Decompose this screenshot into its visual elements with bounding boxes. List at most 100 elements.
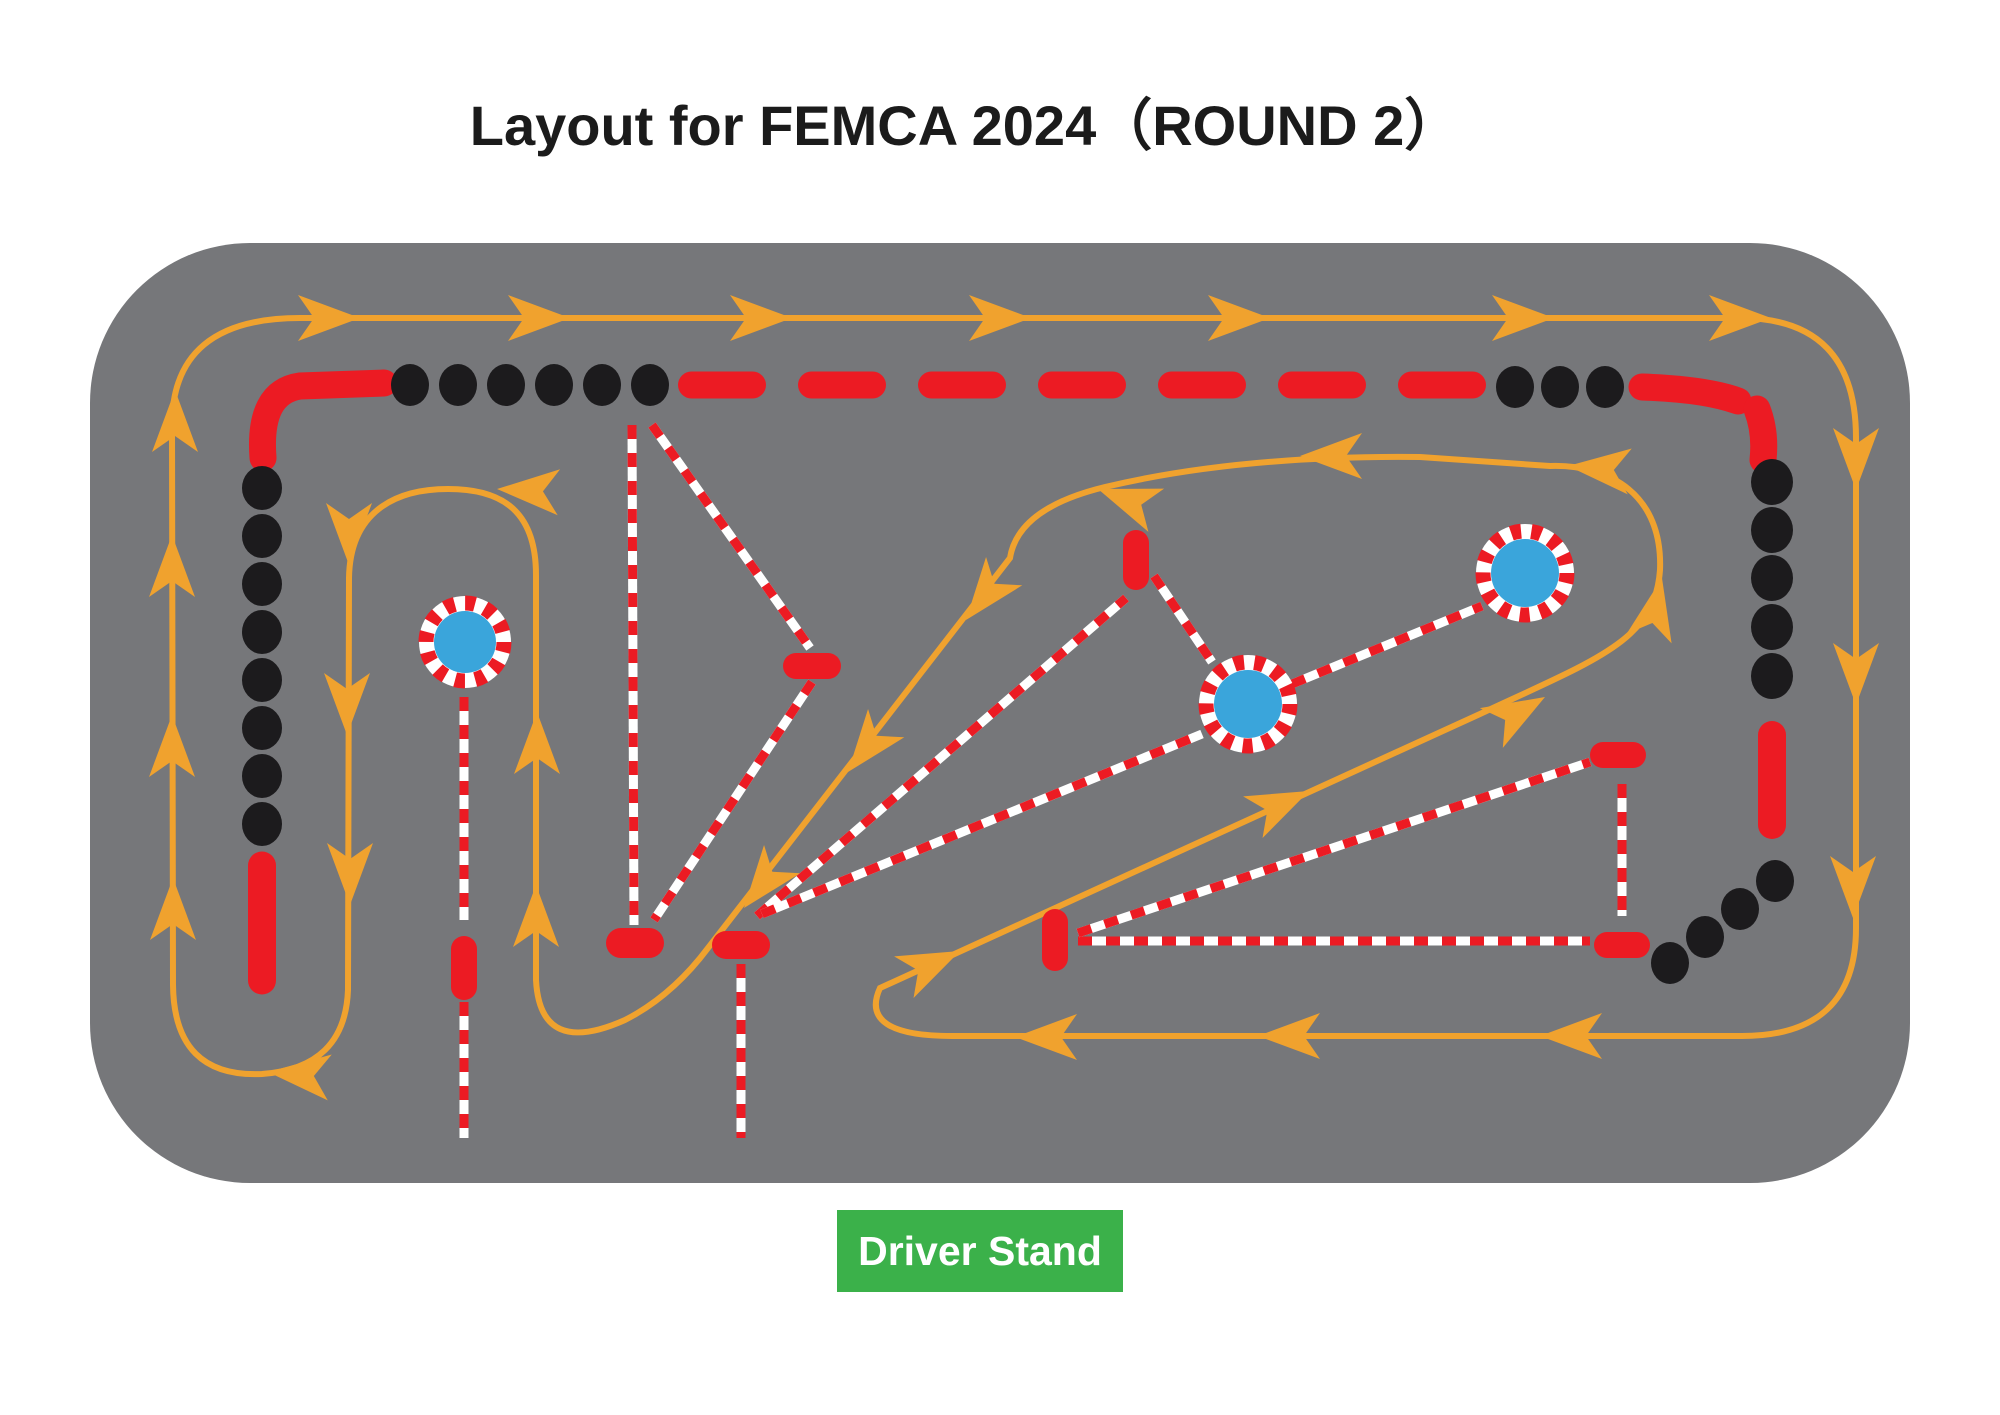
direction-arrow-icon [894, 951, 960, 999]
direction-arrow-icon [969, 295, 1031, 341]
direction-arrow-icon [149, 535, 195, 597]
barrier-red-dash [1158, 371, 1246, 399]
direction-arrow-icon [1833, 643, 1879, 705]
barrier-dot [242, 658, 282, 702]
striped-barrier-line [1076, 757, 1592, 938]
barrier-dot [583, 364, 621, 406]
barrier-corner-piece [248, 369, 398, 472]
barrier-red-dash [678, 371, 766, 399]
barrier-dot [487, 364, 525, 406]
barrier-dot [1751, 555, 1793, 601]
course-path [168, 315, 1859, 1078]
barrier-dot [1751, 604, 1793, 650]
pole-ring-red-ticks [1198, 654, 1298, 754]
barrier-dot [439, 364, 477, 406]
barrier-red-dash [1038, 371, 1126, 399]
direction-arrow-icon [298, 295, 360, 341]
direction-arrow-icon [1208, 295, 1270, 341]
pole-ring-red-ticks [418, 595, 512, 689]
right-column-dots [1751, 459, 1793, 699]
barrier-red-dash [1398, 371, 1486, 399]
direction-arrow-icon [150, 878, 196, 940]
barrier-dot [242, 706, 282, 750]
driver-stand-label: Driver Stand [858, 1228, 1102, 1274]
barrier-dot [391, 364, 429, 406]
pole-marker [1198, 654, 1298, 754]
direction-arrow-icon [1243, 791, 1309, 839]
striped-barrier-line [650, 679, 816, 923]
striped-line-red-dashes [1150, 573, 1216, 665]
barrier-dot [242, 610, 282, 654]
striped-barrier-line [1290, 601, 1484, 689]
barrier-dot [1541, 366, 1579, 408]
barrier-dot [1496, 366, 1534, 408]
barrier-dot [242, 514, 282, 558]
top-left-dots [391, 364, 669, 406]
striped-line-red-dashes [754, 594, 1129, 920]
barrier-dot [1586, 366, 1624, 408]
direction-arrow-icon [152, 390, 198, 452]
striped-line-red-dashes [1076, 757, 1592, 938]
direction-arrow-icon [966, 556, 1023, 620]
direction-arrow-icon [1300, 433, 1362, 479]
barrier-pill [1042, 909, 1068, 971]
striped-line-red-dashes [650, 679, 816, 923]
direction-arrow-icon [1492, 295, 1554, 341]
pole-ring-red-ticks [1475, 523, 1575, 623]
barrier-pill [451, 936, 477, 1000]
direction-arrow-icon [1479, 697, 1545, 748]
striped-barrier-line [1150, 573, 1216, 665]
barrier-dot [242, 754, 282, 798]
direction-arrow-icon [1540, 1013, 1602, 1059]
barrier-dot [631, 364, 669, 406]
barrier-dot [1721, 888, 1759, 930]
barrier-dot [535, 364, 573, 406]
barrier-dot [1756, 860, 1794, 902]
top-right-dots [1496, 366, 1624, 408]
direction-arrow-icon [327, 843, 373, 905]
direction-arrow-icon [513, 885, 559, 947]
barrier-pill [712, 931, 770, 959]
page-title: Layout for FEMCA 2024（ROUND 2） [470, 94, 1461, 157]
pole-marker [418, 595, 512, 689]
barrier-pill [1590, 742, 1646, 768]
barrier-dot [242, 562, 282, 606]
barrier-dot [242, 802, 282, 846]
barrier-red-dash [1278, 371, 1366, 399]
barrier-pill [606, 928, 664, 958]
barrier-dot [1751, 507, 1793, 553]
direction-arrow-icon [1568, 448, 1632, 495]
direction-arrow-icon [1833, 428, 1879, 490]
barrier-dot [1651, 942, 1689, 984]
direction-arrow-icon [514, 712, 560, 774]
direction-arrow-icon [149, 715, 195, 777]
pole-blue-center [434, 611, 496, 673]
striped-barrier-line [627, 424, 639, 926]
barrier-pill [783, 653, 841, 679]
bottom-right-diagonal-dots [1651, 860, 1794, 984]
direction-arrow-icon [1258, 1013, 1320, 1059]
driver-stand-box [837, 1210, 1123, 1292]
left-column-dots [242, 466, 282, 846]
direction-arrow-icon [1830, 856, 1876, 918]
pole-blue-center [1214, 670, 1282, 738]
direction-arrow-icon [848, 708, 905, 772]
direction-arrow-icon [1709, 295, 1771, 341]
barrier-red-dash [798, 371, 886, 399]
direction-arrow-icon [326, 503, 372, 565]
striped-line-red-dashes [1290, 601, 1484, 689]
direction-arrow-icon [744, 844, 801, 908]
direction-arrow-icon [497, 469, 561, 516]
barrier-pill [1758, 721, 1786, 839]
pole-marker [1475, 523, 1575, 623]
direction-arrow-icon [268, 1054, 332, 1101]
barrier-dot [242, 466, 282, 510]
direction-arrows [149, 295, 1879, 1101]
barrier-corner-piece [1628, 373, 1752, 415]
direction-arrow-icon [1098, 488, 1165, 532]
barrier-dot [1751, 653, 1793, 699]
barrier-dot [1751, 459, 1793, 505]
direction-arrow-icon [508, 295, 570, 341]
striped-line-red-dashes [760, 729, 1204, 919]
